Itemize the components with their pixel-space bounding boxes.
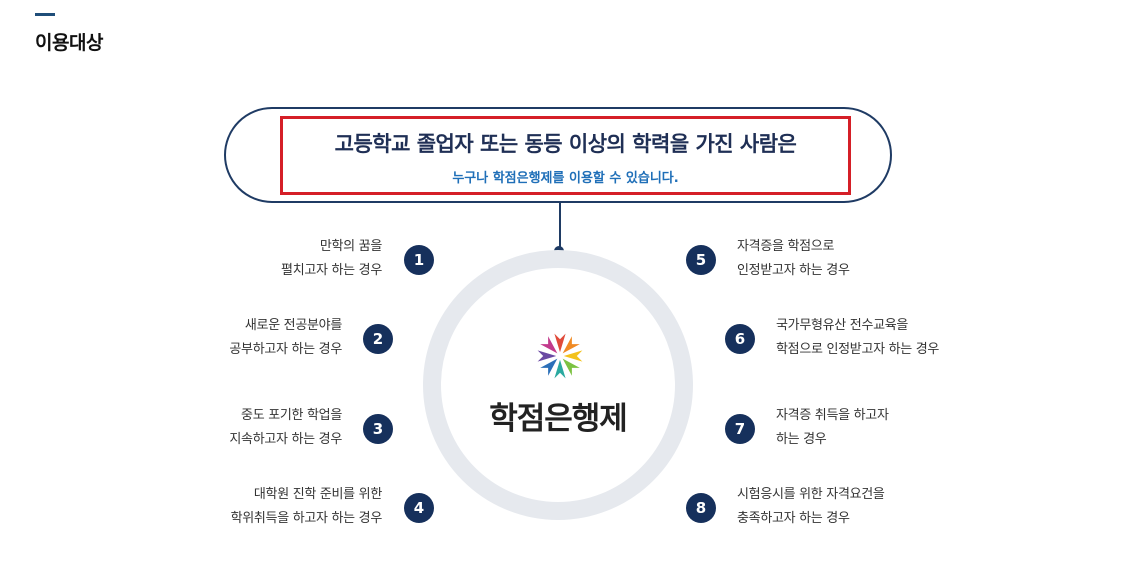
flower-logo-icon <box>537 333 583 379</box>
headline-sub: 누구나 학점은행제를 이용할 수 있습니다. <box>452 171 679 186</box>
item-7-number-badge: 7 <box>725 414 755 444</box>
item-4-line2: 학위취득을 하고자 하는 경우 <box>230 511 383 526</box>
connector-line <box>559 203 561 250</box>
logo-text: 학점은행제 <box>489 401 628 437</box>
item-3-line2: 지속하고자 하는 경우 <box>229 432 342 447</box>
center-ring <box>423 250 693 520</box>
item-4-line1: 대학원 진학 준비를 위한 <box>253 487 382 502</box>
item-6-number-badge: 6 <box>725 324 755 354</box>
target-item-5: 자격증을 학점으로 인정받고자 하는 경우 <box>737 235 957 283</box>
target-item-6: 국가무형유산 전수교육을 학점으로 인정받고자 하는 경우 <box>776 314 1016 362</box>
item-8-line2: 충족하고자 하는 경우 <box>737 511 850 526</box>
item-7-line2: 하는 경우 <box>776 432 827 447</box>
item-5-number-badge: 5 <box>686 245 716 275</box>
headline-main: 고등학교 졸업자 또는 동등 이상의 학력을 가진 사람은 <box>334 132 797 156</box>
headline-pill <box>224 107 892 203</box>
item-6-line2: 학점으로 인정받고자 하는 경우 <box>776 342 940 357</box>
item-1-line2: 펼치고자 하는 경우 <box>281 263 382 278</box>
item-1-line1: 만학의 꿈을 <box>319 239 382 254</box>
item-8-line1: 시험응시를 위한 자격요건을 <box>737 487 885 502</box>
target-item-7: 자격증 취득을 하고자 하는 경우 <box>776 404 996 452</box>
item-2-line1: 새로운 전공분야를 <box>244 318 342 333</box>
item-3-number-badge: 3 <box>363 414 393 444</box>
target-item-2: 새로운 전공분야를 공부하고자 하는 경우 <box>140 314 342 362</box>
item-8-number-badge: 8 <box>686 493 716 523</box>
target-item-4: 대학원 진학 준비를 위한 학위취득을 하고자 하는 경우 <box>160 483 383 531</box>
item-1-number-badge: 1 <box>404 245 434 275</box>
title-accent-bar <box>35 13 55 16</box>
highlight-box <box>280 116 851 195</box>
item-2-line2: 공부하고자 하는 경우 <box>229 342 342 357</box>
item-6-line1: 국가무형유산 전수교육을 <box>776 318 909 333</box>
item-3-line1: 중도 포기한 학업을 <box>241 408 342 423</box>
target-item-1: 만학의 꿈을 펼치고자 하는 경우 <box>180 235 382 283</box>
target-item-3: 중도 포기한 학업을 지속하고자 하는 경우 <box>140 404 342 452</box>
item-4-number-badge: 4 <box>404 493 434 523</box>
target-item-8: 시험응시를 위한 자격요건을 충족하고자 하는 경우 <box>737 483 977 531</box>
item-2-number-badge: 2 <box>363 324 393 354</box>
item-5-line2: 인정받고자 하는 경우 <box>737 263 850 278</box>
item-5-line1: 자격증을 학점으로 <box>737 239 835 254</box>
item-7-line1: 자격증 취득을 하고자 <box>776 408 889 423</box>
section-title: 이용대상 <box>35 32 103 54</box>
